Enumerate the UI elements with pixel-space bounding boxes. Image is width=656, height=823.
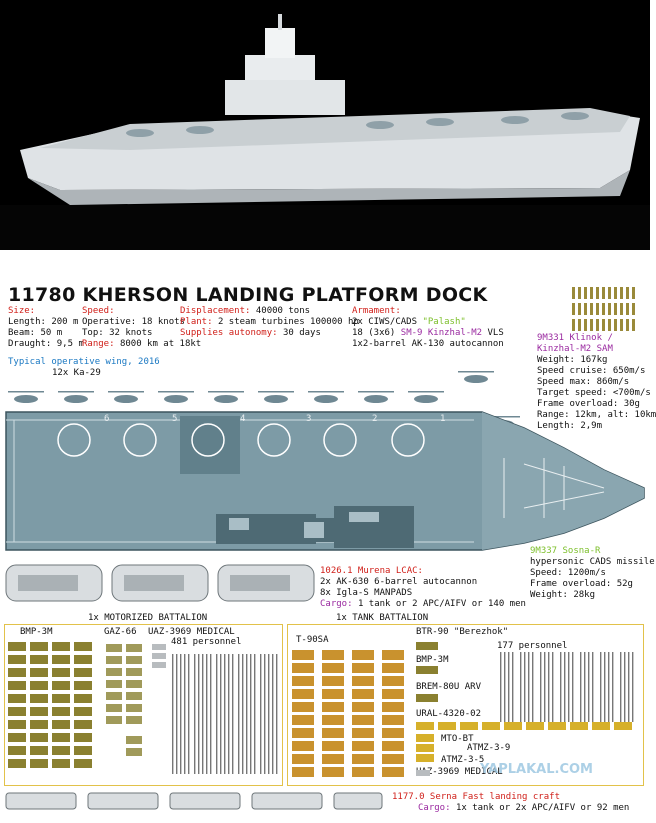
ship-deck-plan <box>5 411 645 551</box>
speed-range: Range: 8000 km at 18kt <box>82 339 201 350</box>
missile2-speed: Speed: 1200m/s <box>530 568 606 578</box>
right-personnel-label: 177 personnel <box>497 641 568 651</box>
plant-value: 2 steam turbines 100000 hp <box>217 317 359 327</box>
serna-line2: Cargo: 1x tank or 2x APC/AIFV or 92 men <box>418 803 629 814</box>
speed-top: Top: 32 knots <box>82 328 153 338</box>
speed-heading: Speed: <box>82 306 115 316</box>
displacement-label: Displacement: <box>180 306 251 316</box>
helicopter-row-icon <box>8 371 494 403</box>
missile1-cruise: Speed cruise: 650m/s <box>537 366 646 376</box>
missile1-name-2: Kinzhal-M2 SAM <box>537 344 613 354</box>
motorized-units-box <box>4 624 283 786</box>
missile1-max: Speed max: 860m/s <box>537 377 630 387</box>
right-bmp-label: BMP-3M <box>416 655 449 665</box>
propulsion-block: Displacement: 40000 tons Plant: 2 steam … <box>180 306 359 339</box>
missile1-block: 9M331 Klinok / Kinzhal-M2 SAM Weight: 16… <box>537 333 656 432</box>
size-draught: Draught: 9,5 m <box>8 339 84 349</box>
right-atmz39-label: ATMZ-3-9 <box>467 743 511 753</box>
vls-suffix: VLS <box>487 328 504 338</box>
speed-block: Speed: Operative: 18 knots Top: 32 knots… <box>82 306 201 350</box>
right-btr-label: BTR-90 "Berezhok" <box>416 627 509 637</box>
missile2-weight: Weight: 28kg <box>530 590 596 600</box>
serna-cargo-value: 1x tank or 2x APC/AIFV or 92 men <box>455 803 630 813</box>
missile-rack-icon <box>572 287 635 331</box>
vls-prefix: 18 (3x6) <box>352 328 396 338</box>
vls-name: SM-9 Kinzhal-M2 <box>400 328 483 338</box>
missile1-length: Length: 2,9m <box>537 421 603 431</box>
wing-value: 12x Ka-29 <box>52 368 101 378</box>
wing-label: Typical operative wing, 2016 <box>8 357 160 367</box>
tank-units-graphic <box>292 642 634 777</box>
missile1-range: Range: 12km, alt: 10km <box>537 410 656 420</box>
deck-spot-3: 3 <box>306 414 312 424</box>
autonomy-value: 30 days <box>282 328 321 338</box>
ciws-prefix: 2x CIWS/CADS <box>352 317 418 327</box>
autonomy-label: Supplies autonomy: <box>180 328 278 338</box>
right-t90-label: T-90SA <box>296 635 329 645</box>
size-beam: Beam: 50 m <box>8 328 63 338</box>
battalion-motorized: 1x MOTORIZED BATTALION <box>88 613 208 623</box>
missile2-overload: Frame overload: 52g <box>530 579 633 589</box>
missile2-type: hypersonic CADS missile <box>530 557 655 567</box>
gun: 1x2-barrel AK-130 autocannon <box>352 339 504 349</box>
size-heading: Size: <box>8 306 36 316</box>
left-uaz-label: UAZ-3969 MEDICAL <box>148 627 235 637</box>
armament-heading: Armament: <box>352 306 401 316</box>
displacement-value: 40000 tons <box>255 306 311 316</box>
page-title: 11780 KHERSON LANDING PLATFORM DOCK <box>8 284 488 306</box>
right-atmz35-label: ATMZ-3-5 <box>441 755 485 765</box>
deck-spot-1: 1 <box>440 414 446 424</box>
serna-row-icon <box>5 792 383 810</box>
left-gaz-label: GAZ-66 <box>104 627 137 637</box>
lcac-cargo-value: 1 tank or 2 APC/AIFV or 140 men <box>357 599 526 609</box>
missile1-weight: Weight: 167kg <box>537 355 608 365</box>
lcac-arm1: 2x AK-630 6-barrel autocannon <box>320 577 478 587</box>
right-uaz-label: UAZ-3969 MEDICAL <box>416 767 503 777</box>
range-label: Range: <box>82 339 115 349</box>
missile1-target: Target speed: <700m/s <box>537 388 651 398</box>
serna-line1: 1177.0 Serna Fast landing craft <box>392 792 560 803</box>
missile2-block: 9M337 Sosna-R hypersonic CADS missile Sp… <box>530 546 655 601</box>
range-value: 8000 km at 18kt <box>119 339 202 349</box>
lcac-cargo-label: Cargo: <box>320 599 353 609</box>
lcac-row-icon <box>5 564 315 602</box>
right-brem-label: BREM-80U ARV <box>416 682 482 692</box>
right-ural-label: URAL-4320-02 <box>416 709 482 719</box>
lcac-arm2: 8x Igla-S MANPADS <box>320 588 413 598</box>
watermark: YAPLAKAL.COM <box>480 762 593 777</box>
missile1-overload: Frame overload: 30g <box>537 399 640 409</box>
left-bmp-label: BMP-3M <box>20 627 53 637</box>
armament-block: Armament: 2x CIWS/CADS "Palash" 18 (3x6)… <box>352 306 504 350</box>
ciws-name: "Palash" <box>422 317 466 327</box>
tank-units-box <box>287 624 644 786</box>
plant-label: Plant: <box>180 317 213 327</box>
size-block: Size: Length: 200 m Beam: 50 m Draught: … <box>8 306 84 350</box>
deck-spot-5: 5 <box>172 414 178 424</box>
motorized-units-graphic <box>8 642 278 774</box>
ship-model-image <box>0 0 650 250</box>
deck-spot-6: 6 <box>104 414 110 424</box>
serna-type: Fast landing craft <box>462 792 560 802</box>
ship-model-photo <box>0 0 650 250</box>
missile2-name: 9M337 Sosna-R <box>530 546 601 556</box>
serna-name: 1177.0 Serna <box>392 792 458 802</box>
lcac-name: 1026.1 Murena LCAC: <box>320 566 423 576</box>
missile1-name-1: 9M331 Klinok / <box>537 333 613 343</box>
serna-cargo-label: Cargo: <box>418 803 451 813</box>
battalion-tank: 1x TANK BATTALION <box>336 613 429 623</box>
size-length: Length: 200 m <box>8 317 79 327</box>
speed-operative: Operative: 18 knots <box>82 317 185 327</box>
left-personnel-label: 481 personnel <box>171 637 242 647</box>
deck-spot-4: 4 <box>240 414 246 424</box>
right-mto-label: MTO-BT <box>441 734 474 744</box>
lcac-block: 1026.1 Murena LCAC: 2x AK-630 6-barrel a… <box>320 566 526 610</box>
deck-spot-2: 2 <box>372 414 378 424</box>
